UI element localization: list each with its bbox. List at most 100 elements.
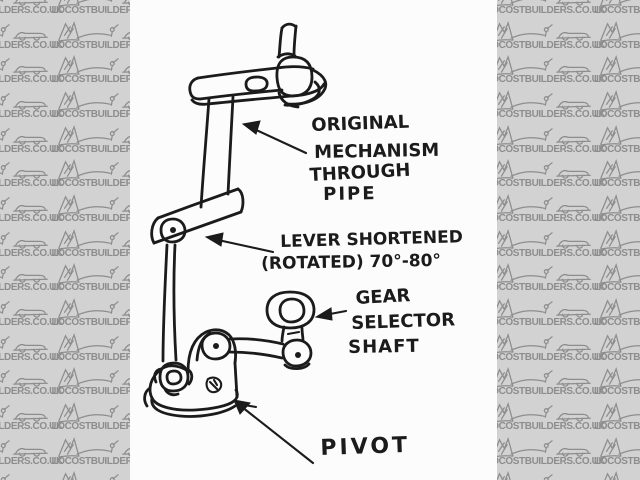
watermark-text: LOCOSTBUILDERS.CO.UK <box>485 247 606 259</box>
locostbuilders-logo-icon <box>0 474 10 480</box>
locostbuilders-logo-icon <box>600 332 640 354</box>
watermark-text: LOCOSTBUILDERS.CO.UK <box>0 247 63 259</box>
watermark-text: LOCOSTBUILDERS.CO.UK <box>485 317 606 329</box>
watermark-text: LOCOSTBUILDERS.CO.UK <box>51 213 172 225</box>
locostbuilders-logo-icon <box>0 370 48 387</box>
locostbuilders-logo-icon <box>0 0 48 6</box>
locostbuilders-logo-icon <box>491 332 591 354</box>
watermark-text: LOCOSTBUILDERS.CO.UK <box>594 421 640 433</box>
locostbuilders-logo-icon <box>0 23 48 41</box>
watermark-text: LOCOSTBUILDERS.CO.UK <box>594 351 640 363</box>
watermark-text: LOCOSTBUILDERS.CO.UK <box>594 109 640 120</box>
watermark-text: LOCOSTBUILDERS.CO.UK <box>0 143 63 155</box>
gear-selector-shaft-ring <box>265 290 316 343</box>
watermark-tile: LOCOSTBUILDERS.CO.UK <box>0 298 63 332</box>
watermark-tile: LOCOSTBUILDERS.CO.UK <box>486 471 594 480</box>
watermark-text: LOCOSTBUILDERS.CO.UK <box>485 282 606 294</box>
watermark-tile: LOCOSTBUILDERS.CO.UK <box>594 194 640 228</box>
watermark-text: LOCOSTBUILDERS.CO.UK <box>594 213 640 225</box>
watermark-tile: LOCOSTBUILDERS.CO.UK <box>594 159 640 193</box>
locostbuilders-logo-icon <box>0 162 48 179</box>
locostbuilders-logo-icon <box>491 124 591 146</box>
locostbuilders-logo-icon <box>0 197 48 214</box>
locostbuilders-logo-icon <box>491 436 591 458</box>
watermark-text: LOCOSTBUILDERS.CO.UK <box>51 455 172 467</box>
watermark-text: LOCOSTBUILDERS.CO.UK <box>51 386 172 398</box>
watermark-tile: LOCOSTBUILDERS.CO.UK <box>594 332 640 367</box>
label-original-mechanism-line1: ORIGINAL <box>311 111 410 136</box>
locostbuilders-logo-icon <box>600 90 640 111</box>
watermark-text: LOCOSTBUILDERS.CO.UK <box>0 455 63 467</box>
watermark-text: LOCOSTBUILDERS.CO.UK <box>485 5 606 16</box>
label-pivot: PIVOT <box>320 432 411 461</box>
locostbuilders-logo-icon <box>0 231 48 249</box>
watermark-text: LOCOSTBUILDERS.CO.UK <box>485 386 606 398</box>
watermark-tile: LOCOSTBUILDERS.CO.UK <box>0 125 63 159</box>
watermark-text: LOCOSTBUILDERS.CO.UK <box>0 178 63 190</box>
watermark-tile: LOCOSTBUILDERS.CO.UK <box>486 332 606 367</box>
label-gear-selector-line1: GEAR <box>355 285 411 309</box>
watermark-tile: LOCOSTBUILDERS.CO.UK <box>594 436 640 471</box>
locostbuilders-logo-icon <box>491 263 591 285</box>
locostbuilders-logo-icon <box>491 298 591 319</box>
locostbuilders-logo-icon <box>600 402 640 423</box>
watermark-text: LOCOSTBUILDERS.CO.UK <box>594 386 640 398</box>
watermark-tile: LOCOSTBUILDERS.CO.UK <box>594 124 640 159</box>
locostbuilders-logo-icon <box>600 194 640 215</box>
locostbuilders-logo-icon <box>491 367 591 389</box>
watermark-tile: LOCOSTBUILDERS.CO.UK <box>486 194 606 228</box>
sketch-canvas: ORIGINAL MECHANISM THROUGH PIPE LEVER SH… <box>130 0 497 480</box>
vertical-pipe <box>199 95 235 209</box>
label-original-mechanism-line2: MECHANISM <box>314 139 440 163</box>
watermark-text: LOCOSTBUILDERS.CO.UK <box>0 386 63 398</box>
watermark-tile: LOCOSTBUILDERS.CO.UK <box>0 90 63 124</box>
watermark-text: LOCOSTBUILDERS.CO.UK <box>0 351 63 363</box>
watermark-tile: LOCOSTBUILDERS.CO.UK <box>486 298 606 332</box>
watermark-tile: LOCOSTBUILDERS.CO.UK <box>594 20 640 55</box>
watermark-tile: LOCOSTBUILDERS.CO.UK <box>594 55 640 89</box>
locostbuilders-logo-icon <box>0 301 48 318</box>
locostbuilders-logo-icon <box>495 471 553 480</box>
watermark-text: LOCOSTBUILDERS.CO.UK <box>0 39 63 51</box>
watermark-tile: LOCOSTBUILDERS.CO.UK <box>486 0 606 20</box>
watermark-text: LOCOSTBUILDERS.CO.UK <box>51 351 172 363</box>
watermark-text: LOCOSTBUILDERS.CO.UK <box>51 5 172 16</box>
watermark-text: LOCOSTBUILDERS.CO.UK <box>0 317 63 329</box>
watermark-tile: LOCOSTBUILDERS.CO.UK <box>594 367 640 401</box>
mechanism-sketch <box>143 22 348 465</box>
watermark-text: LOCOSTBUILDERS.CO.UK <box>594 39 640 51</box>
watermark-tile: LOCOSTBUILDERS.CO.UK <box>594 228 640 263</box>
watermark-tile: LOCOSTBUILDERS.CO.UK <box>594 90 640 124</box>
watermark-tile: LOCOSTBUILDERS.CO.UK <box>0 0 63 20</box>
watermark-tile: LOCOSTBUILDERS.CO.UK <box>486 263 606 297</box>
arrow-pivot <box>233 399 315 465</box>
watermark-text: LOCOSTBUILDERS.CO.UK <box>594 74 640 86</box>
watermark-text: LOCOSTBUILDERS.CO.UK <box>594 143 640 155</box>
locostbuilders-logo-icon <box>491 402 591 423</box>
watermark-text: LOCOSTBUILDERS.CO.UK <box>485 421 606 433</box>
locostbuilders-logo-icon <box>491 90 591 111</box>
locostbuilders-logo-icon <box>600 124 640 146</box>
watermark-text: LOCOSTBUILDERS.CO.UK <box>594 317 640 329</box>
label-gear-selector-line2: SELECTOR <box>351 309 456 334</box>
arrow-lever <box>204 232 275 254</box>
watermark-tile: LOCOSTBUILDERS.CO.UK <box>486 402 606 436</box>
watermark-text: LOCOSTBUILDERS.CO.UK <box>485 455 606 467</box>
watermark-tile: LOCOSTBUILDERS.CO.UK <box>594 0 640 20</box>
watermark-text: LOCOSTBUILDERS.CO.UK <box>485 109 606 120</box>
watermark-text: LOCOSTBUILDERS.CO.UK <box>51 143 172 155</box>
watermark-tile: LOCOSTBUILDERS.CO.UK <box>486 124 606 159</box>
watermark-text: LOCOSTBUILDERS.CO.UK <box>0 74 63 86</box>
watermark-text: LOCOSTBUILDERS.CO.UK <box>485 39 606 51</box>
watermark-text: LOCOSTBUILDERS.CO.UK <box>0 282 63 294</box>
watermark-text: LOCOSTBUILDERS.CO.UK <box>0 5 63 16</box>
label-original-mechanism-line4: PIPE <box>323 183 377 205</box>
locostbuilders-logo-icon <box>600 263 640 285</box>
watermark-text: LOCOSTBUILDERS.CO.UK <box>594 5 640 16</box>
locostbuilders-logo-icon <box>600 159 640 181</box>
watermark-text: LOCOSTBUILDERS.CO.UK <box>485 351 606 363</box>
locostbuilders-logo-icon <box>0 127 48 145</box>
locostbuilders-logo-icon <box>491 194 591 215</box>
watermark-tile: LOCOSTBUILDERS.CO.UK <box>0 55 63 89</box>
